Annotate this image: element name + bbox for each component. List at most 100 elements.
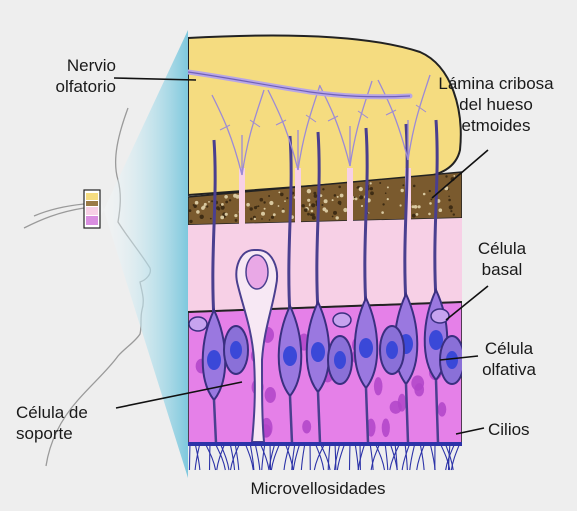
bone-dot (343, 208, 347, 212)
bone-dot (401, 189, 404, 192)
bone-dot (311, 210, 314, 213)
bone-dot (280, 193, 284, 197)
bone-dot (385, 192, 387, 194)
bone-dot (282, 210, 285, 213)
bone-dot (325, 209, 328, 212)
bone-dot (225, 213, 228, 216)
bone-dot (246, 203, 250, 207)
label-nervio-line1: Nervio (30, 55, 116, 76)
bone-dot (453, 175, 455, 177)
epithelium-spot (382, 418, 390, 437)
label-cilios: Cilios (488, 419, 530, 440)
cilium (371, 443, 380, 470)
bone-dot (203, 205, 206, 208)
bone-dot (250, 207, 253, 210)
bone-dot (307, 199, 310, 202)
bone-dot (381, 211, 384, 214)
nostril-profile (24, 204, 84, 228)
bone-dot (370, 191, 374, 195)
bone-dot (206, 205, 208, 207)
epithelium-spot (265, 387, 276, 403)
basal-cell (189, 317, 207, 331)
label-olfativa-line2: olfativa (466, 359, 552, 380)
bone-dot (334, 194, 337, 197)
bone-dot (204, 203, 207, 206)
bone-dot (379, 182, 381, 184)
bone-dot (263, 201, 265, 203)
bone-dot (254, 218, 256, 220)
bone-dot (429, 190, 431, 192)
bone-dot (310, 213, 313, 216)
neuron-nucleus (359, 338, 373, 358)
lamina-propria (188, 218, 462, 312)
bone-foramen (347, 168, 353, 228)
label-microvellosidades: Microvellosidades (218, 478, 418, 499)
bone-dot (216, 206, 220, 210)
bone-dot (261, 218, 263, 220)
cilium (355, 443, 358, 470)
neuron-nucleus (283, 346, 297, 366)
cilium (410, 443, 415, 470)
bone-dot (314, 194, 318, 198)
bone-dot (304, 208, 308, 212)
bone-dot (189, 220, 192, 223)
bone-dot (340, 194, 344, 198)
bone-foramen (239, 168, 245, 228)
bone-dot (423, 193, 426, 196)
bone-dot (359, 195, 363, 199)
cilium (375, 443, 384, 470)
label-celula-olfativa: Célula olfativa (466, 338, 552, 380)
bone-dot (445, 175, 447, 177)
bone-dot (273, 213, 276, 216)
bone-dot (382, 203, 384, 205)
bone-dot (195, 201, 199, 205)
secondary-nucleus (446, 351, 458, 369)
bone-dot (229, 199, 231, 201)
bone-dot (235, 219, 238, 222)
bone-dot (278, 192, 280, 194)
bone-dot (200, 215, 204, 219)
bone-dot (400, 204, 402, 206)
bone-dot (324, 199, 328, 203)
secondary-nucleus (386, 341, 398, 359)
bone-dot (387, 186, 389, 188)
bone-dot (221, 203, 224, 206)
bone-dot (193, 204, 195, 206)
bone-dot (233, 194, 237, 198)
bone-dot (268, 195, 270, 197)
bone-dot (271, 216, 274, 219)
bone-dot (338, 201, 342, 205)
cilium (358, 443, 365, 470)
bone-dot (332, 216, 334, 218)
bone-dot (453, 213, 455, 215)
label-lamina-line1: Lámina cribosa (418, 73, 574, 94)
bone-dot (439, 208, 443, 212)
cilia-layer (189, 443, 460, 470)
epithelium-spot (411, 375, 424, 390)
basal-cell (431, 309, 449, 323)
bone-dot (418, 205, 421, 208)
cilium (255, 443, 260, 470)
bone-dot (337, 196, 339, 198)
bone-dot (450, 210, 452, 212)
bone-dot (234, 214, 237, 217)
label-olfativa-line1: Célula (466, 338, 552, 359)
cilium (250, 443, 254, 470)
bone-dot (332, 199, 334, 201)
basal-cell (333, 313, 351, 327)
bone-dot (264, 208, 266, 210)
bone-dot (413, 185, 416, 188)
bone-dot (284, 200, 286, 202)
bone-dot (221, 206, 225, 210)
bone-dot (356, 187, 358, 189)
bone-dot (321, 204, 323, 206)
bone-dot (322, 188, 324, 190)
bone-dot (220, 216, 224, 220)
bone-dot (431, 199, 433, 201)
bone-dot (355, 198, 358, 201)
bone-dot (189, 209, 192, 212)
bone-dot (361, 205, 363, 207)
label-basal-line2: basal (462, 259, 542, 280)
bone-dot (250, 218, 253, 221)
bone-dot (428, 213, 431, 216)
